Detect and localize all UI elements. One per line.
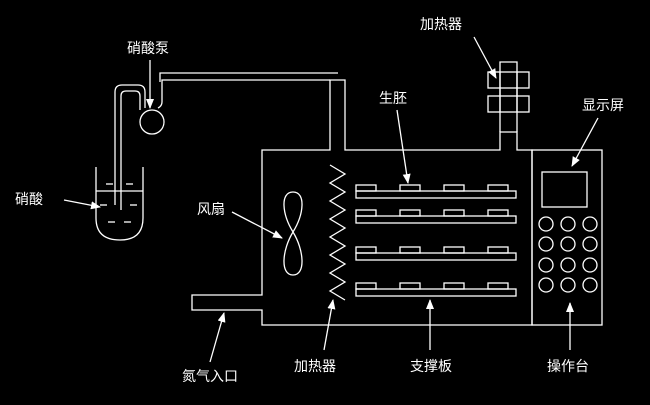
- label-heater-bottom: 加热器: [294, 359, 336, 375]
- fan-arrow: [231, 211, 283, 239]
- keypad-button: [538, 277, 554, 293]
- acid-pipe-outer: [114, 84, 146, 205]
- label-nitric-acid: 硝酸: [15, 192, 43, 208]
- keypad-button: [582, 236, 598, 252]
- sample: [487, 282, 509, 290]
- support-plate: [355, 215, 517, 224]
- chamber-body: [191, 79, 533, 326]
- support-plate: [355, 288, 517, 297]
- label-nitric-acid-pump: 硝酸泵: [127, 41, 169, 57]
- acid-tubing-outer: [159, 72, 338, 82]
- label-support-plate: 支撑板: [410, 359, 452, 375]
- sample: [487, 209, 509, 217]
- fan-icon: [283, 191, 303, 276]
- label-fan: 风扇: [197, 202, 225, 218]
- sample: [355, 184, 377, 192]
- sample: [399, 246, 421, 254]
- sample: [399, 184, 421, 192]
- label-heater-top: 加热器: [420, 17, 462, 33]
- sample: [355, 209, 377, 217]
- label-raw-embryo: 生胚: [379, 91, 407, 107]
- sample: [487, 184, 509, 192]
- support-plate: [355, 252, 517, 261]
- keypad-button: [538, 257, 554, 273]
- keypad: [538, 216, 598, 293]
- top-heater-block-2: [487, 95, 530, 113]
- label-display-screen: 显示屏: [582, 98, 624, 114]
- keypad-button: [582, 277, 598, 293]
- beaker: [95, 167, 144, 241]
- sample: [443, 246, 465, 254]
- display-screen: [541, 171, 588, 208]
- keypad-button: [538, 236, 554, 252]
- sample: [399, 282, 421, 290]
- sample: [399, 209, 421, 217]
- label-nitrogen-inlet: 氮气入口: [182, 369, 238, 385]
- pump-circle: [139, 109, 165, 135]
- keypad-button: [560, 216, 576, 232]
- sample: [443, 184, 465, 192]
- keypad-button: [560, 277, 576, 293]
- top-heater-block-1: [487, 71, 530, 89]
- keypad-button: [538, 216, 554, 232]
- sample: [355, 246, 377, 254]
- acid-pipe-inner: [120, 90, 141, 210]
- support-plates: [355, 184, 517, 297]
- support-plate: [355, 190, 517, 199]
- top-heater-arrow: [473, 36, 497, 79]
- embryo-arrow: [396, 109, 411, 184]
- keypad-button: [582, 216, 598, 232]
- sample: [355, 282, 377, 290]
- bottom-heater-arrow: [323, 299, 336, 351]
- keypad-button: [582, 257, 598, 273]
- acid-tubing: [157, 79, 330, 109]
- control-panel: [531, 149, 603, 326]
- nitrogen-arrow: [209, 312, 226, 363]
- sample: [443, 209, 465, 217]
- keypad-button: [560, 236, 576, 252]
- sample: [487, 246, 509, 254]
- acid-arrow: [63, 199, 101, 210]
- display-arrow: [571, 117, 599, 167]
- keypad-button: [560, 257, 576, 273]
- sample: [443, 282, 465, 290]
- label-console: 操作台: [547, 359, 589, 375]
- zigzag-heater: [328, 164, 347, 301]
